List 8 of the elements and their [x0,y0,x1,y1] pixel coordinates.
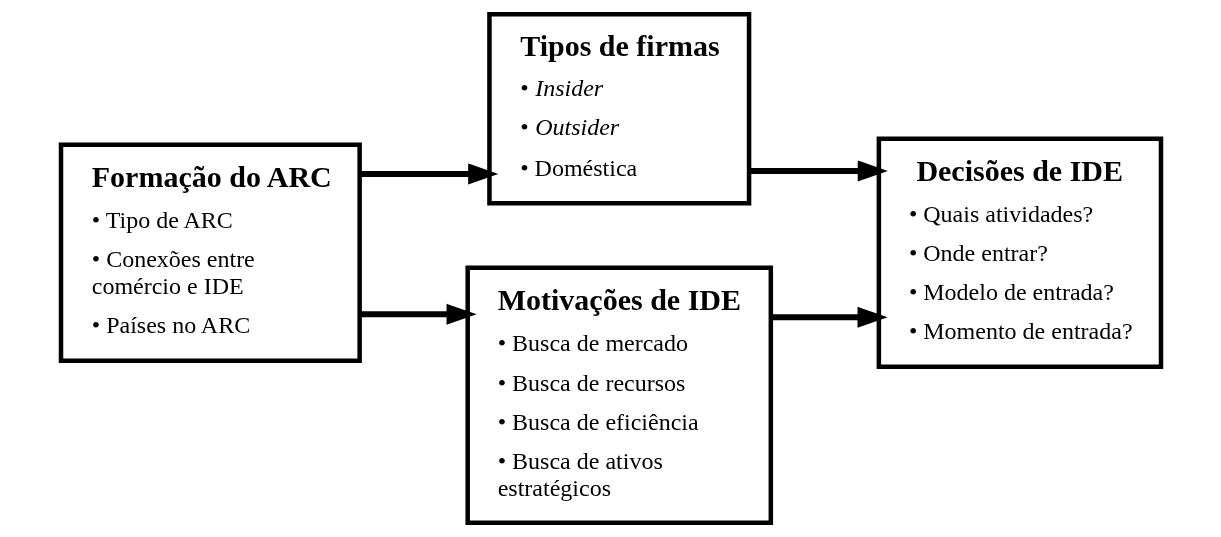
node-box: Motivações de IDE • Busca de mercado • Busca de recursos • Busca de eficiência • Busca de ativos estratégicos [464,265,773,526]
arrow [359,303,477,325]
node-box: Formação do ARC • Tipo de ARC • Conexões entre comércio e IDE • Países no ARC [58,142,362,364]
arrow [748,160,888,182]
arrow [359,163,498,185]
node-box: Decisões de IDE • Quais atividades? • Onde entrar? • Modelo de entrada? • Momento de entrada? [876,136,1163,370]
node-box: Tipos de firmas • Insider • Outsider • Doméstica [486,11,751,206]
arrow [770,306,888,328]
